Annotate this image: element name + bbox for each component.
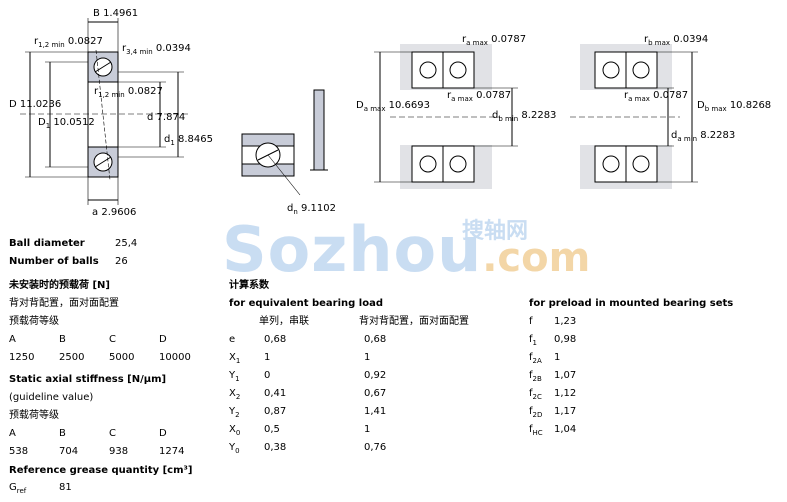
preload-title: 未安装时的预载荷 [N] xyxy=(9,280,110,291)
label-a: a 2.9606 xyxy=(92,207,137,218)
mounting-diagram-2 xyxy=(570,44,698,189)
label-r12-top: r1,2 min 0.0827 xyxy=(34,36,103,49)
label-r12-mid: r1,2 min 0.0827 xyxy=(94,86,163,99)
grease-label: Gref xyxy=(9,482,27,495)
ball-diameter-label: Ball diameter xyxy=(9,238,85,249)
preload-factor-sym: f2A xyxy=(529,352,542,365)
calc-factors-title: 计算系数 xyxy=(229,280,269,291)
calc-row-v2: 0,67 xyxy=(364,388,387,399)
calc-row-sym: X1 xyxy=(229,352,241,365)
stiff-val-d: 1274 xyxy=(159,446,185,457)
label-D: D 11.0236 xyxy=(9,99,62,110)
stiff-val-b: 704 xyxy=(59,446,79,457)
label-d: d 7.874 xyxy=(147,112,186,123)
preload-factor-val: 1,04 xyxy=(554,424,577,435)
preload-head-a: A xyxy=(9,334,16,345)
preload-head-d: D xyxy=(159,334,167,345)
grease-value: 81 xyxy=(59,482,72,493)
watermark: Sozhou.com xyxy=(222,213,591,286)
ball-diameter-value: 25,4 xyxy=(115,238,138,249)
label-rb-max: rb max 0.0394 xyxy=(644,34,709,47)
calc-row-v1: 0,5 xyxy=(264,424,280,435)
label-D1: D1 10.0512 xyxy=(38,117,95,130)
calc-row-sym: Y1 xyxy=(229,370,240,383)
label-da-min: da min 8.2283 xyxy=(671,130,736,143)
preload-factor-sym: f2B xyxy=(529,370,542,383)
stiffness-sub: (guideline value) xyxy=(9,392,94,403)
preload-val-d: 10000 xyxy=(159,352,191,363)
ball-detail xyxy=(241,89,328,196)
preload-head-b: B xyxy=(59,334,66,345)
watermark-cn: 搜轴网 xyxy=(462,219,529,244)
preload-factor-val: 1,17 xyxy=(554,406,577,417)
stiffness-title: Static axial stiffness [N/µm] xyxy=(9,374,167,385)
calc-row-v1: 0,41 xyxy=(264,388,287,399)
calc-col1-header: 单列，串联 xyxy=(259,316,309,327)
stiff-val-c: 938 xyxy=(109,446,129,457)
stiffness-class: 预载荷等级 xyxy=(9,410,59,421)
calc-row-v2: 1 xyxy=(364,424,371,435)
preload-factor-val: 1,23 xyxy=(554,316,577,327)
calc-factors-subtitle: for equivalent bearing load xyxy=(229,298,383,309)
calc-row-v1: 0 xyxy=(264,370,271,381)
preload-factors-title: for preload in mounted bearing sets xyxy=(529,298,734,309)
stiff-head-a: A xyxy=(9,428,16,439)
calc-row-v1: 0,68 xyxy=(264,334,287,345)
calc-row-sym: X2 xyxy=(229,388,241,401)
preload-factor-sym: f xyxy=(529,316,533,327)
label-ra-max-2: ra max 0.0787 xyxy=(447,90,512,103)
calc-row-v2: 0,76 xyxy=(364,442,387,453)
preload-val-b: 2500 xyxy=(59,352,85,363)
preload-factor-sym: fHC xyxy=(529,424,543,437)
label-d1: d1 8.8465 xyxy=(164,134,214,147)
number-of-balls-label: Number of balls xyxy=(9,256,99,267)
preload-factor-sym: f2D xyxy=(529,406,543,419)
preload-val-c: 5000 xyxy=(109,352,135,363)
calc-row-v2: 0,68 xyxy=(364,334,387,345)
calc-row-v2: 0,92 xyxy=(364,370,387,381)
preload-val-a: 1250 xyxy=(9,352,35,363)
preload-factor-val: 1,12 xyxy=(554,388,577,399)
preload-factor-val: 1 xyxy=(554,352,561,363)
calc-row-sym: X0 xyxy=(229,424,241,437)
preload-sub: 背对背配置，面对面配置 xyxy=(9,298,119,309)
number-of-balls-value: 26 xyxy=(115,256,128,267)
stiff-val-a: 538 xyxy=(9,446,29,457)
calc-col2-header: 背对背配置，面对面配置 xyxy=(359,316,469,327)
stiff-head-c: C xyxy=(109,428,116,439)
calc-row-v2: 1,41 xyxy=(364,406,387,417)
bearing-cross-section xyxy=(20,18,190,205)
calc-row-sym: Y2 xyxy=(229,406,240,419)
stiff-head-b: B xyxy=(59,428,66,439)
bearing-drawings xyxy=(20,18,698,205)
calc-row-v1: 1 xyxy=(264,352,271,363)
preload-factor-sym: f2C xyxy=(529,388,542,401)
preload-head-c: C xyxy=(109,334,116,345)
label-Db-max: Db max 10.8268 xyxy=(697,100,772,113)
label-ra-max-3: ra max 0.0787 xyxy=(624,90,689,103)
mounting-diagram-1 xyxy=(374,44,518,189)
preload-factor-val: 0,98 xyxy=(554,334,577,345)
grease-title: Reference grease quantity [cm³] xyxy=(9,465,193,476)
calc-row-v1: 0,38 xyxy=(264,442,287,453)
preload-factor-sym: f1 xyxy=(529,334,537,347)
label-ra-max-1: ra max 0.0787 xyxy=(462,34,527,47)
calc-row-v1: 0,87 xyxy=(264,406,287,417)
calc-row-sym: e xyxy=(229,334,236,345)
stiff-head-d: D xyxy=(159,428,167,439)
label-Da-max: Da max 10.6693 xyxy=(356,100,431,113)
label-r34: r3,4 min 0.0394 xyxy=(122,43,191,56)
label-B: B 1.4961 xyxy=(93,8,139,19)
preload-class: 预载荷等级 xyxy=(9,316,59,327)
preload-factor-val: 1,07 xyxy=(554,370,577,381)
label-db-min: db min 8.2283 xyxy=(492,110,557,123)
calc-row-sym: Y0 xyxy=(229,442,240,455)
calc-row-v2: 1 xyxy=(364,352,371,363)
label-dn: dn 9.1102 xyxy=(287,203,336,216)
